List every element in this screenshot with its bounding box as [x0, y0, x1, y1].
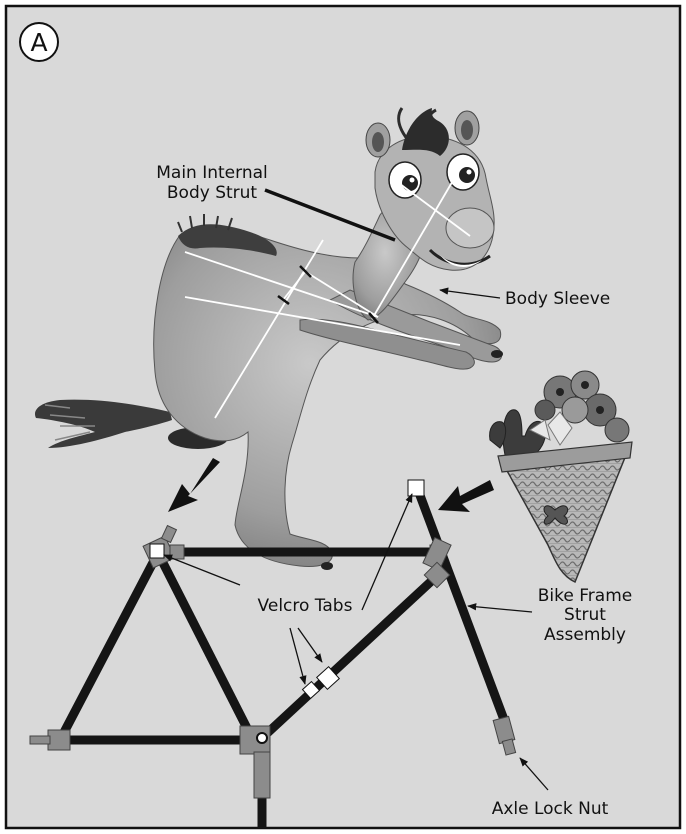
label-main-strut-line1: Main Internal [156, 163, 268, 183]
label-main-strut-line2: Body Strut [167, 183, 258, 203]
label-axle-lock-nut: Axle Lock Nut [492, 799, 609, 819]
badge-letter: A [30, 28, 47, 57]
label-body-sleeve: Body Sleeve [505, 289, 610, 309]
velcro-tab-top-right [408, 480, 424, 496]
panel-badge: A [20, 23, 58, 61]
velcro-tab-top-left [150, 544, 164, 558]
label-velcro-tabs: Velcro Tabs [258, 596, 353, 616]
label-bike-frame-line1: Bike Frame [538, 586, 632, 606]
frame-pivot [257, 733, 267, 743]
label-bike-frame-line2: Strut [564, 605, 606, 625]
label-bike-frame-line3: Assembly [544, 625, 626, 645]
